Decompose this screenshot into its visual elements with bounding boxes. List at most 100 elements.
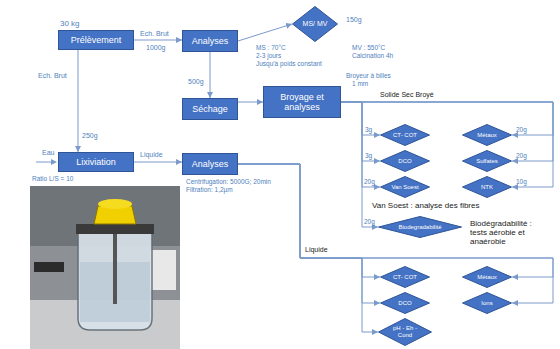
decision-diamond: NTK — [462, 176, 512, 198]
node-text: Van Soest — [391, 184, 418, 191]
decision-diamond: CT- COT — [380, 266, 430, 288]
annotation-label: 20g — [364, 218, 375, 225]
annotation-label: 10g — [516, 178, 527, 185]
edge-label: Liquide — [140, 151, 163, 159]
stirrer-shaft — [113, 234, 117, 304]
node-text: DCO — [398, 158, 411, 165]
annotation-label: Liquide — [305, 246, 328, 254]
connector-arrow — [134, 162, 182, 163]
annotation-label: MS : 70°C — [256, 44, 286, 51]
decision-diamond: pH - Eh - Cond — [378, 318, 432, 346]
diamond-shape — [463, 151, 512, 172]
water-arrow — [36, 162, 52, 163]
annotation-label: Calcination 4h — [352, 52, 393, 59]
node-text: Ions — [481, 300, 492, 307]
connector-arrow — [238, 24, 292, 41]
connector-arrow — [238, 164, 553, 277]
node-text: Lixiviation — [76, 157, 116, 167]
node-text: Métaux — [477, 274, 497, 281]
node-text: Broyage et analyses — [266, 92, 338, 113]
decision-diamond: DCO — [380, 150, 430, 172]
connector-arrow — [341, 102, 380, 187]
node-text: DCO — [398, 300, 411, 307]
photo-background — [30, 186, 180, 349]
annotation-label: 500g — [188, 78, 204, 86]
decision-diamond: Ions — [462, 292, 512, 314]
annotation-label: 3g — [365, 126, 372, 133]
decision-diamond: Métaux — [462, 266, 512, 288]
diamond-shape — [463, 267, 512, 288]
diamond-shape — [379, 217, 462, 238]
node-text: pH - Eh - Cond — [390, 325, 420, 339]
diamond-shape — [381, 293, 430, 314]
process-box: Analyses — [182, 30, 238, 52]
annotation-label: Filtration: 1,2µm — [186, 186, 233, 193]
power-strip — [34, 262, 64, 272]
annotation-label: 150g — [346, 16, 362, 24]
cap-top — [98, 199, 132, 209]
diamond-shape — [463, 125, 512, 146]
connector-arrow — [341, 102, 380, 135]
glass-jar — [78, 232, 152, 330]
node-text: Prélèvement — [71, 35, 122, 45]
process-box: Séchage — [182, 98, 238, 120]
water-arrowhead — [51, 159, 57, 165]
diamond-shape — [463, 177, 512, 198]
annotation-label: MV : 550°C — [352, 44, 385, 51]
diamond-shape — [381, 125, 430, 146]
node-text: Biodegradabilité — [398, 224, 441, 231]
jar-lid — [76, 224, 154, 234]
process-box: Lixiviation — [58, 152, 134, 172]
annotation-label: Solide Sec Broyé — [380, 91, 434, 99]
diamond-shape — [381, 177, 430, 198]
connector-arrow — [134, 40, 182, 41]
diamond-shape — [379, 319, 432, 346]
connector-arrow — [341, 102, 553, 187]
diamond-shape — [293, 7, 338, 42]
node-text: Séchage — [192, 104, 228, 114]
connector-arrow — [341, 102, 553, 161]
edge-label: Ech. Brut — [140, 30, 169, 38]
connector-arrow — [341, 102, 553, 135]
decision-diamond: MS/ MV — [292, 6, 338, 42]
annotation-label: 1000g — [146, 44, 165, 52]
diamond-shape — [463, 293, 512, 314]
annotation-label: 30 kg — [60, 19, 80, 28]
connector-arrow — [210, 52, 211, 98]
diamond-shape — [381, 267, 430, 288]
node-text: Sulfates — [476, 158, 498, 165]
annotation-label: Biodégradabilité : tests aérobie et anaé… — [470, 219, 548, 247]
decision-diamond: CT- COT — [380, 124, 430, 146]
annotation-label: Van Soest : analyse des fibres — [372, 201, 479, 210]
process-box: Broyage et analyses — [263, 86, 341, 118]
decision-diamond: Biodegradabilité — [378, 216, 462, 238]
annotation-label: 2-3 jours — [256, 52, 281, 59]
annotation-label: Jusqu'à poids constant — [256, 60, 322, 67]
annotation-label: Broyeur à billes — [346, 72, 391, 79]
annotation-label: Ratio L/S = 10 — [32, 175, 73, 182]
diamond-shape — [381, 151, 430, 172]
node-text: CT- COT — [393, 132, 417, 139]
decision-diamond: Van Soest — [380, 176, 430, 198]
annotation-label: 250g — [82, 132, 98, 140]
annotation-label: 20g — [516, 126, 527, 133]
node-text: Analyses — [192, 159, 229, 169]
annotation-label: Centrifugation: 5000G; 20min — [186, 178, 271, 185]
annotation-label: 20g — [516, 152, 527, 159]
node-text: CT- COT — [393, 274, 417, 281]
node-text: MS/ MV — [303, 20, 328, 28]
connector-arrow — [78, 50, 79, 152]
bottle — [150, 250, 176, 290]
decision-diamond: Sulfates — [462, 150, 512, 172]
decision-diamond: Métaux — [462, 124, 512, 146]
annotation-label: 20g — [364, 178, 375, 185]
connector-arrow — [238, 102, 263, 103]
connector-arrow — [341, 102, 380, 161]
annotation-label: 3g — [365, 152, 372, 159]
process-box: Analyses — [182, 153, 238, 175]
decision-diamond: DCO — [380, 292, 430, 314]
edge-label: Ech. Brut — [38, 72, 67, 80]
annotation-label: 1 mm — [352, 80, 368, 87]
process-box: Prélèvement — [58, 30, 134, 50]
